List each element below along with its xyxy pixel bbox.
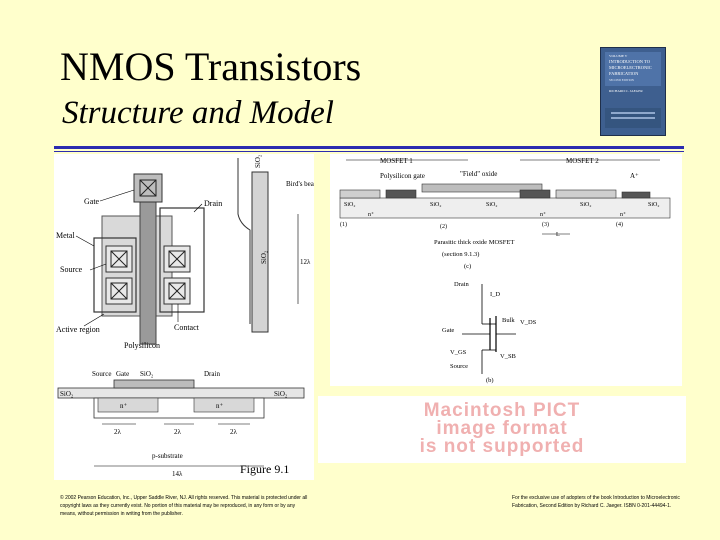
nmos-layout-diagram: Gate Drain Metal Source Active region Co… (56, 154, 318, 478)
figure-layout-panel: Gate Drain Metal Source Active region Co… (54, 154, 318, 480)
label-node: (3) (542, 221, 549, 228)
label-source: Source (450, 363, 468, 370)
label-polysilicon: Polysilicon (124, 341, 160, 350)
pict-placeholder-text: Macintosh PICT image format is not suppo… (419, 400, 585, 457)
figure-structure-panel: MOSFET 1 MOSFET 2 Polysilicon gate "Fiel… (330, 154, 682, 386)
label-id: I_D (490, 291, 500, 298)
label-bulk: Bulk (502, 317, 515, 324)
label-drain: Drain (454, 281, 470, 288)
label-sio2-mid: SiO₂ (260, 250, 268, 264)
label-gate: Gate (442, 327, 454, 334)
label-gate: Gate (84, 197, 100, 206)
label-contact: Contact (174, 323, 200, 332)
label-n-plus: n⁺ (540, 211, 546, 218)
label-vgs: V_GS (450, 349, 467, 356)
label-metal: Metal (56, 231, 75, 240)
book-cover-image: VOLUME V INTRODUCTION TO MICROELECTRONIC… (600, 47, 666, 136)
label-source: Source (60, 265, 83, 274)
label-12l: 12λ (300, 258, 311, 266)
label-n-plus: n⁺ (368, 211, 374, 218)
label-xs-n-left: n⁺ (120, 402, 128, 410)
label-sio2: SiO₂ (430, 202, 441, 208)
label-l: L (556, 232, 560, 238)
label-poly-gate: Polysilicon gate (380, 172, 425, 180)
book-cover-line: SECOND EDITION (609, 78, 635, 82)
label-p-substrate: p-substrate (152, 452, 183, 460)
label-sio2-top: SiO₂ (254, 154, 262, 168)
book-cover-line: INTRODUCTION TO (609, 59, 651, 64)
title-rule (54, 146, 684, 149)
slide-title: NMOS Transistors (60, 44, 362, 89)
label-node: (4) (616, 221, 623, 228)
label-dim-2l-c: 2λ (230, 428, 238, 436)
label-xs-sio2: SiO₂ (140, 370, 154, 378)
label-drain: Drain (204, 199, 222, 208)
label-vsb: V_SB (500, 353, 517, 360)
label-parasitic: Parasitic thick oxide MOSFET (434, 239, 514, 246)
label-node: (1) (340, 221, 347, 228)
label-part-b: (b) (486, 377, 494, 384)
label-mosfet1: MOSFET 1 (380, 157, 413, 165)
label-birds-beak: Bird's beak (286, 180, 314, 188)
label-xs-gate: Gate (116, 370, 129, 378)
label-field-oxide: "Field" oxide (460, 170, 497, 178)
copyright-notice: © 2002 Pearson Education, Inc., Upper Sa… (60, 495, 308, 517)
usage-note: For the exclusive use of adopters of the… (512, 495, 680, 509)
label-sio2: SiO₂ (486, 202, 497, 208)
label-active-region: Active region (56, 325, 100, 334)
label-xs-n-right: n⁺ (216, 402, 224, 410)
label-xs-sio2-left: SiO₂ (60, 390, 74, 398)
book-cover-line: VOLUME V (609, 54, 628, 58)
label-dim-2l-b: 2λ (174, 428, 182, 436)
pict-placeholder: Macintosh PICT image format is not suppo… (318, 396, 686, 463)
label-sio2: SiO₂ (344, 202, 355, 208)
label-section: (section 9.1.3) (442, 251, 479, 258)
label-mosfet2: MOSFET 2 (566, 157, 599, 165)
label-sio2: SiO₂ (580, 202, 591, 208)
book-cover-line: RICHARD C. JAEGER (609, 89, 643, 93)
title-rule-thin (54, 151, 684, 152)
label-a-plus: A⁺ (630, 172, 639, 180)
nmos-cross-section-diagram: MOSFET 1 MOSFET 2 Polysilicon gate "Fiel… (339, 157, 671, 384)
slide-subtitle: Structure and Model (62, 95, 334, 131)
label-node: (2) (440, 223, 447, 230)
label-xs-source: Source (92, 370, 111, 378)
label-14l: 14λ (172, 470, 183, 478)
label-xs-sio2-right: SiO₂ (274, 390, 288, 398)
label-xs-drain: Drain (204, 370, 220, 378)
label-sio2: SiO₂ (648, 202, 659, 208)
label-vds: V_DS (520, 319, 537, 326)
label-part-c: (c) (464, 263, 471, 270)
figure-caption: Figure 9.1 (240, 462, 290, 476)
label-dim-2l-a: 2λ (114, 428, 122, 436)
book-cover-line: FABRICATION (609, 71, 639, 76)
book-cover-line: MICROELECTRONIC (609, 65, 652, 70)
label-n-plus: n⁺ (620, 211, 626, 218)
